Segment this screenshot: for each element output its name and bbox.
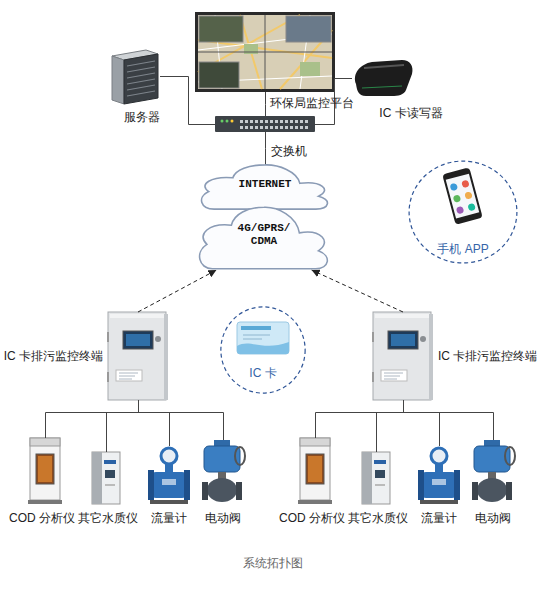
ellipse-shape	[409, 161, 517, 263]
flow-meter-node: 流量计	[418, 446, 460, 504]
node-label: 电动阀	[475, 511, 511, 525]
app-circle: 手机 APP	[408, 160, 518, 264]
wired-link	[316, 400, 404, 438]
wired-link	[265, 92, 266, 116]
card-reader-icon	[355, 60, 413, 96]
platform-node: 环保局监控平台	[195, 12, 335, 92]
valve-node: 电动阀	[470, 440, 516, 504]
wireless-link	[138, 270, 216, 312]
ellipse-shape	[221, 307, 305, 393]
valve-node: 电动阀	[200, 440, 246, 504]
field-device-icons	[28, 438, 515, 504]
node-label: 服务器	[124, 110, 160, 124]
node-label: 交换机	[271, 144, 307, 158]
caption: 系统拓扑图	[0, 555, 545, 572]
cod-analyzer-node: COD 分析仪	[298, 438, 332, 504]
node-label: 其它水质仪	[348, 511, 408, 525]
wired-link	[404, 400, 440, 446]
card-reader-node: IC 卡读写器	[352, 60, 414, 96]
wired-link	[46, 400, 139, 438]
wired-link	[377, 400, 404, 452]
node-label: 电动阀	[205, 511, 241, 525]
flow-meter-node: 流量计	[148, 446, 190, 504]
switch-icon	[215, 116, 315, 132]
node-label: 环保局监控平台	[270, 96, 354, 110]
node-label: IC 卡排污监控终端	[438, 349, 537, 363]
wired-link	[139, 400, 170, 446]
node-label: INTERNET	[239, 178, 292, 191]
node-label: 4G/GPRS/ CDMA	[231, 222, 297, 248]
wired-link	[265, 132, 266, 164]
water-analyzer-node: 其它水质仪	[360, 452, 392, 504]
node-label: IC 卡读写器	[379, 106, 442, 120]
node-label: 流量计	[151, 511, 187, 525]
terminal-node: IC 卡排污监控终端	[108, 312, 168, 400]
wired-link	[139, 400, 224, 440]
internet-cloud: INTERNET	[198, 164, 332, 210]
node-label: IC 卡	[249, 366, 276, 380]
water-analyzer-node: 其它水质仪	[90, 452, 122, 504]
monitor-icon	[195, 12, 335, 92]
dashed-ellipse	[220, 306, 306, 394]
node-label: COD 分析仪	[279, 511, 345, 525]
ic-card-circle: IC 卡	[220, 306, 306, 394]
ic-card-icon	[237, 322, 289, 354]
node-label: 手机 APP	[437, 242, 488, 256]
wired-link	[160, 77, 215, 125]
cod-analyzer-node: COD 分析仪	[28, 438, 62, 504]
server-node: 服务器	[108, 48, 160, 104]
cloud-shape	[200, 207, 328, 268]
terminal-node: IC 卡排污监控终端	[373, 312, 433, 400]
mobile-network-cloud: 4G/GPRS/ CDMA	[196, 206, 332, 270]
node-label: 流量计	[421, 511, 457, 525]
wireless-link	[312, 270, 403, 312]
switch-node: 交换机	[215, 116, 315, 132]
node-label: IC 卡排污监控终端	[4, 349, 103, 363]
terminal-icon	[107, 312, 433, 400]
node-label: 其它水质仪	[78, 511, 138, 525]
phone-icon	[442, 167, 483, 224]
server-icon	[112, 50, 158, 104]
cloud-shape	[202, 165, 328, 209]
wired-link	[107, 400, 139, 452]
node-label: COD 分析仪	[9, 511, 75, 525]
wired-link	[404, 400, 494, 440]
